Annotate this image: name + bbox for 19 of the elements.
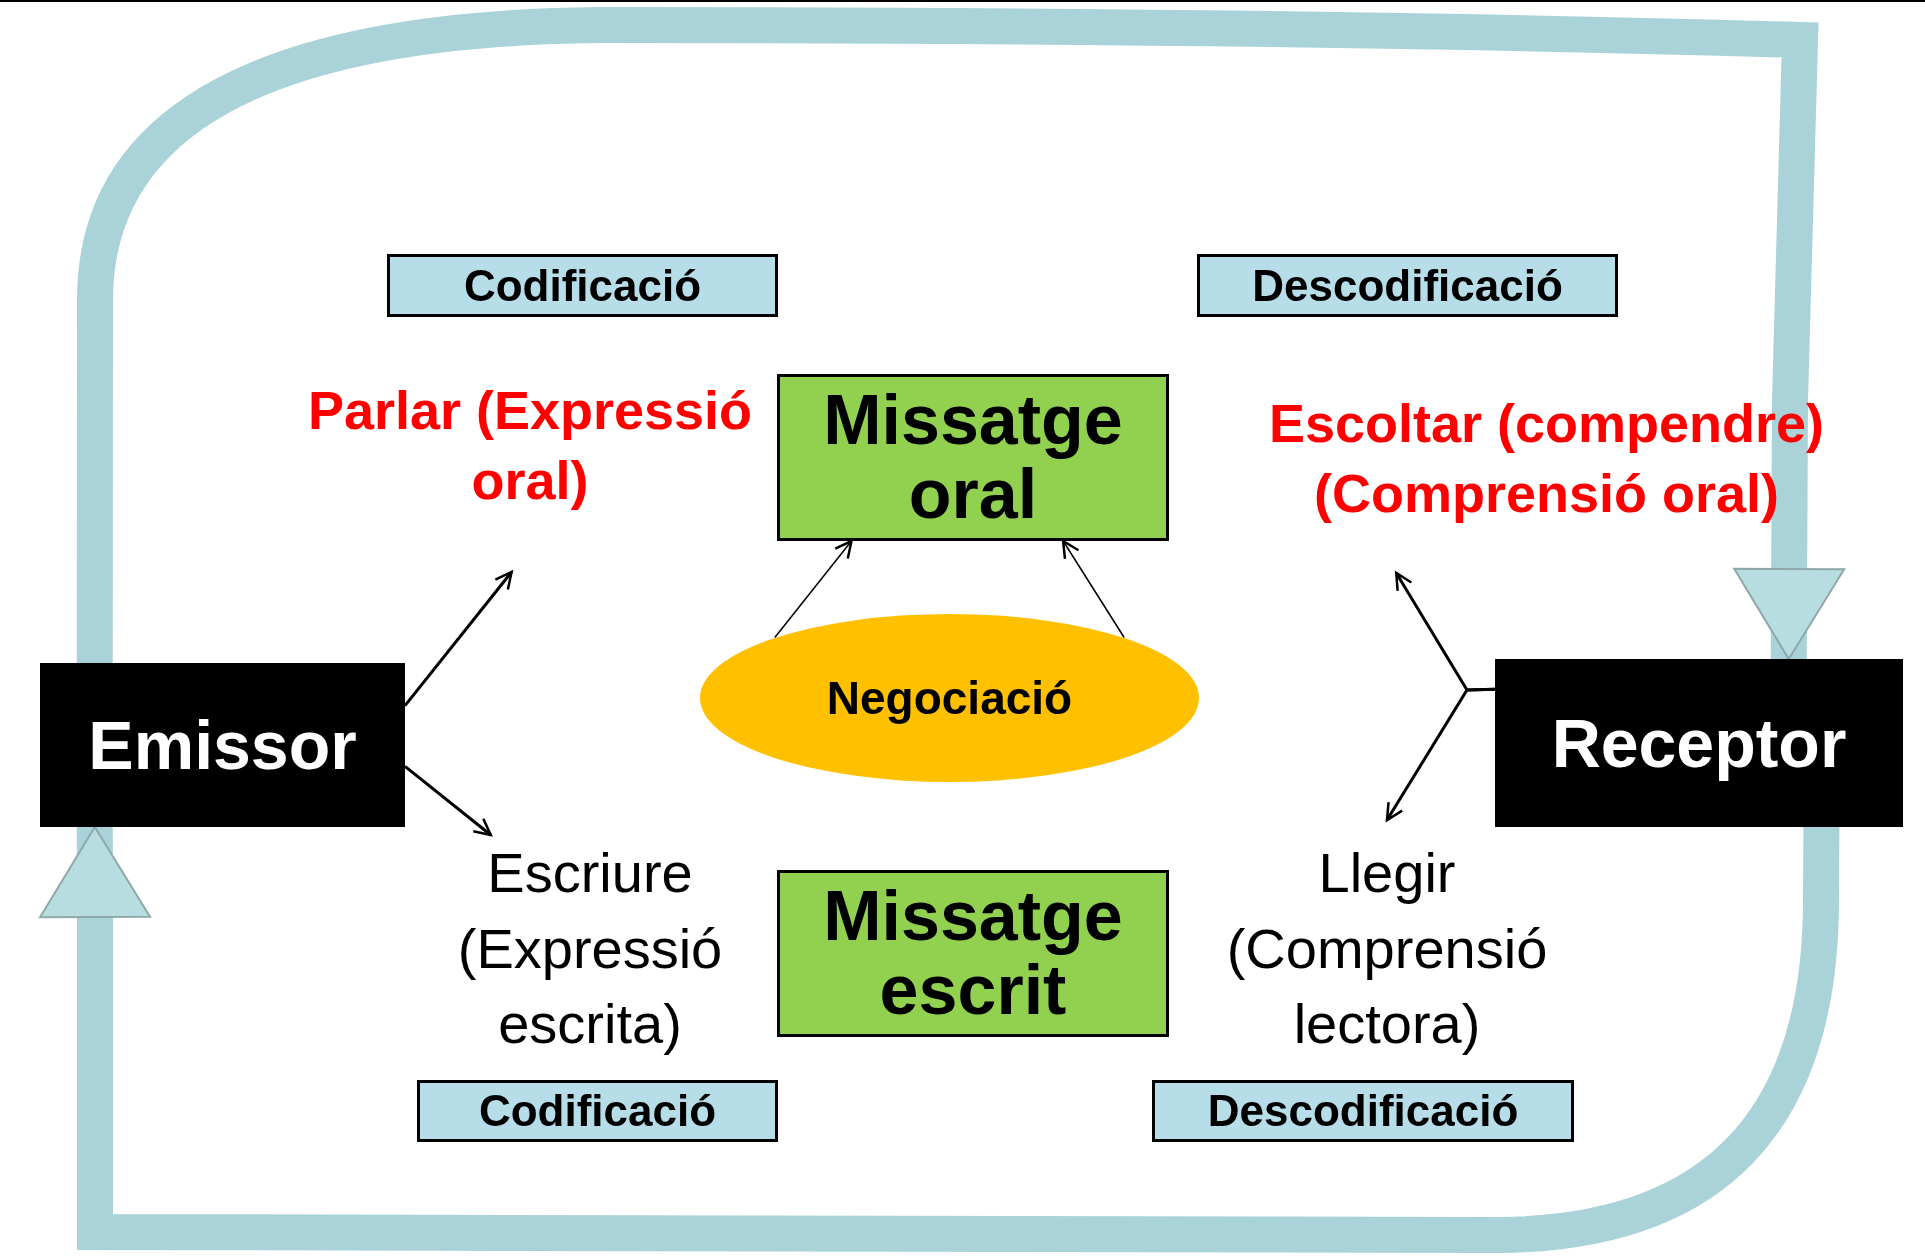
actor-box: Emissor bbox=[40, 663, 405, 827]
text-label: Llegir (Comprensió lectora) bbox=[1225, 840, 1549, 1058]
arrow bbox=[404, 765, 493, 837]
message-box: Missatge oral bbox=[777, 374, 1169, 541]
actor-box: Receptor bbox=[1495, 659, 1903, 827]
label-box: Descodificació bbox=[1152, 1080, 1574, 1142]
arrow bbox=[1061, 539, 1125, 639]
text-label: Parlar (Expressió oral) bbox=[306, 379, 754, 513]
label-box: Codificació bbox=[387, 254, 778, 317]
message-box: Missatge escrit bbox=[777, 870, 1169, 1037]
ellipse-node: Negociació bbox=[700, 614, 1199, 782]
arrow bbox=[1385, 687, 1496, 822]
text-label: Escoltar (compendre) (Comprensió oral) bbox=[1267, 392, 1826, 526]
text-label: Escriure (Expressió escrita) bbox=[456, 840, 724, 1058]
label-box: Codificació bbox=[417, 1080, 778, 1142]
curved-arrow bbox=[76, 7, 1846, 663]
label-box: Descodificació bbox=[1197, 254, 1618, 317]
curved-arrow bbox=[39, 826, 1840, 1253]
arrow bbox=[774, 539, 853, 639]
